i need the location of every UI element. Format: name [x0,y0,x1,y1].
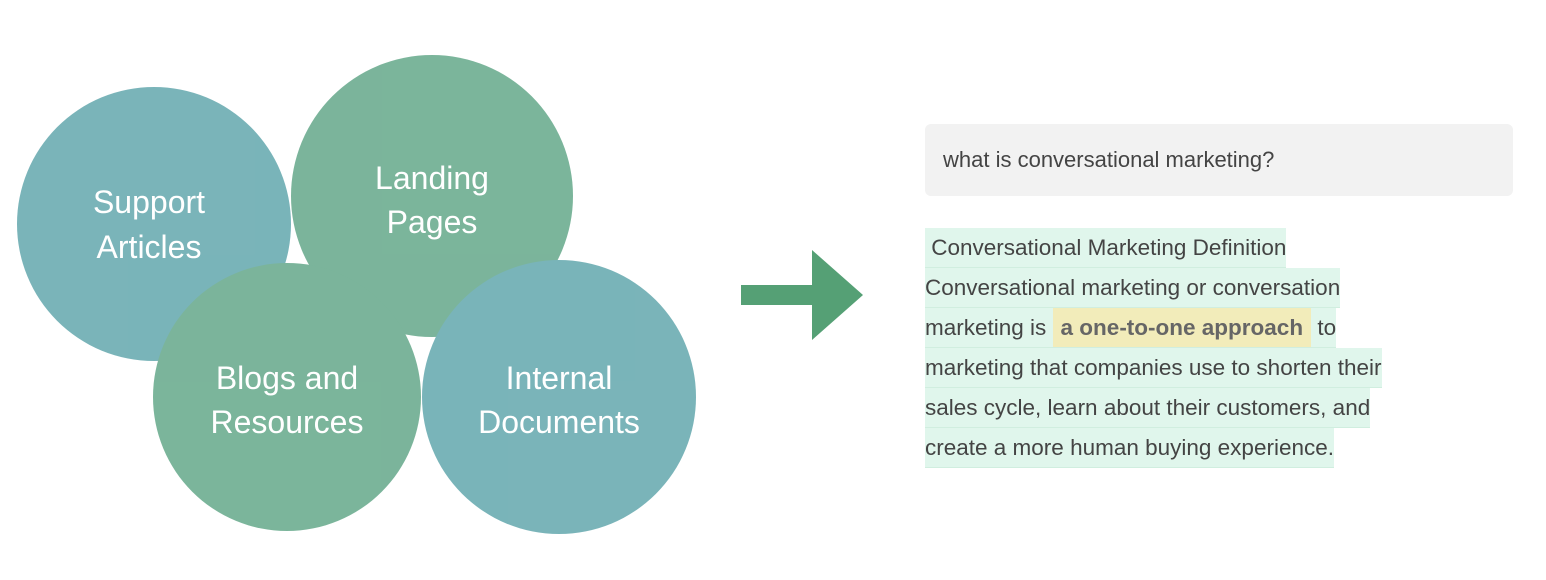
answer-line: sales cycle, learn about their customers… [925,388,1371,428]
answer-line: Conversational marketing or conversation [925,268,1341,308]
source-label: Internal [506,360,613,396]
source-label: Pages [387,204,478,240]
answer-line: marketing is a one-to-one approach to [925,308,1337,348]
source-label: Documents [478,404,640,440]
answer-line: create a more human buying experience. [925,428,1334,468]
answer-text: marketing is [925,315,1053,340]
source-label: Blogs and [216,360,358,396]
source-label: Landing [375,160,489,196]
source-circle-internal-documents [422,260,696,534]
answer-line: marketing that companies use to shorten … [925,348,1382,388]
source-label: Support [93,184,205,220]
answer-passage: Conversational Marketing Definition Conv… [925,228,1382,468]
arrow-right-icon [741,250,863,340]
query-box: what is conversational marketing? [925,124,1513,196]
answer-highlight: a one-to-one approach [1052,308,1312,347]
answer-title: Conversational Marketing Definition [925,228,1287,268]
source-label: Articles [97,229,202,265]
source-circle-landing-pages [291,55,573,337]
source-label: Resources [211,404,364,440]
source-circle-blogs-resources [153,263,421,531]
answer-text: to [1311,315,1337,340]
content-sources-venn: Support Articles Landing Pages Blogs and… [17,55,863,534]
